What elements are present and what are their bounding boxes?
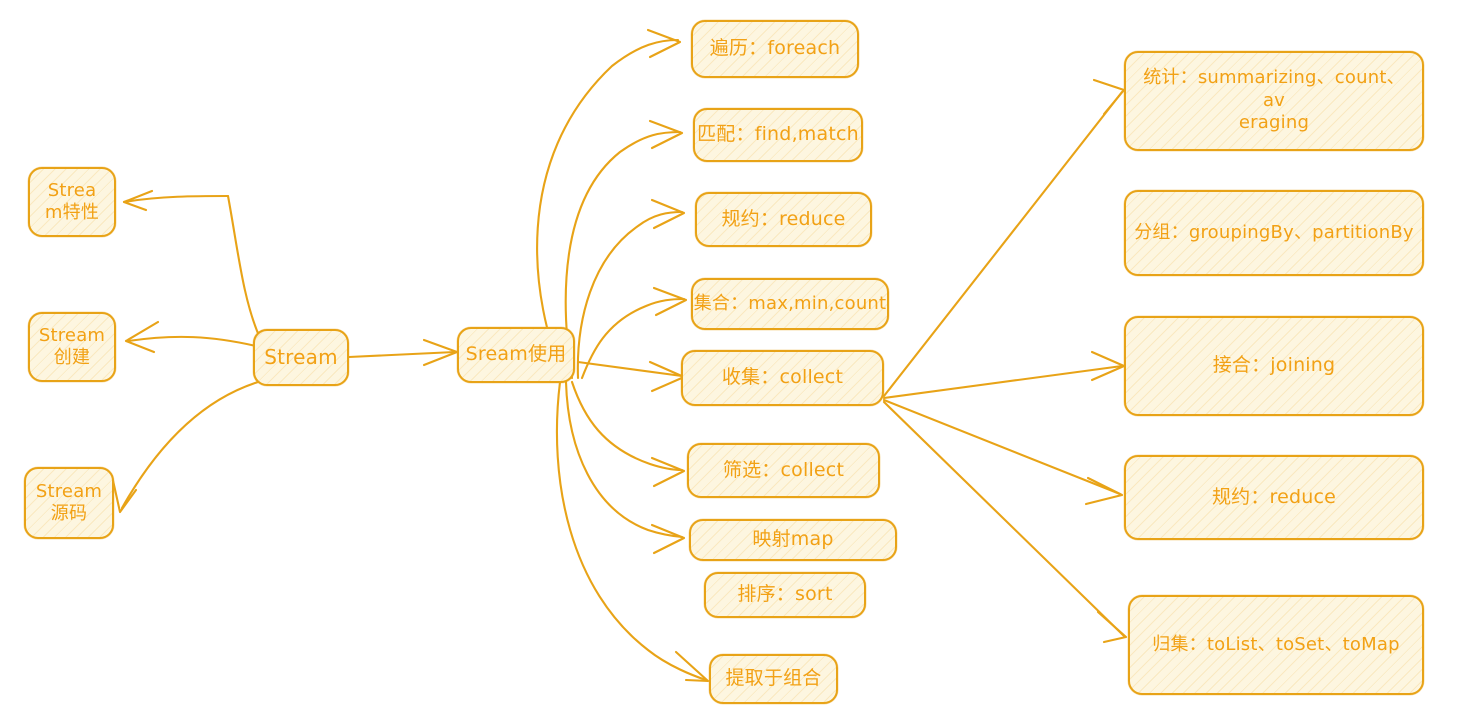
- node-sort[interactable]: 排序：sort: [704, 572, 866, 618]
- node-map[interactable]: 映射map: [689, 519, 897, 561]
- node-reduce-right[interactable]: 规约：reduce: [1124, 455, 1424, 540]
- node-collect-label: 收集：collect: [721, 366, 844, 389]
- arrowhead-statistics: [1092, 78, 1126, 116]
- node-joining[interactable]: 接合：joining: [1124, 316, 1424, 416]
- node-aggregate[interactable]: 集合：max,min,count: [691, 278, 889, 330]
- arrowhead-traverse: [646, 28, 682, 59]
- arrowhead-feature: [122, 189, 154, 212]
- node-stream-usage-label: Sream使用: [465, 343, 567, 366]
- node-match-label: 匹配：find,match: [697, 123, 859, 146]
- node-reduce-label: 规约：reduce: [721, 207, 846, 230]
- node-stream-root[interactable]: Stream: [253, 329, 349, 386]
- edge-usage-aggregate: [580, 297, 686, 380]
- node-grouping-label: 分组：groupingBy、partitionBy: [1134, 221, 1414, 243]
- node-traverse-label: 遍历：foreach: [709, 37, 841, 60]
- edge-stream-to-create: [126, 335, 258, 348]
- edge-usage-collect: [576, 360, 684, 378]
- arrowhead-collect: [648, 360, 686, 393]
- node-filter[interactable]: 筛选：collect: [687, 443, 880, 498]
- node-grouping[interactable]: 分组：groupingBy、partitionBy: [1124, 190, 1424, 276]
- arrowhead-map: [650, 523, 686, 555]
- node-stream-source-line2: 源码: [50, 503, 88, 524]
- node-stream-feature[interactable]: Strea m特性: [28, 167, 116, 237]
- node-stream-feature-line2: m特性: [44, 202, 100, 223]
- arrowhead-usage: [422, 338, 459, 367]
- edge-usage-map: [564, 380, 684, 539]
- node-traverse[interactable]: 遍历：foreach: [691, 20, 859, 78]
- node-map-label: 映射map: [752, 528, 834, 551]
- edge-usage-reduce: [576, 210, 684, 380]
- node-extract-combine[interactable]: 提取于组合: [709, 654, 838, 704]
- node-match[interactable]: 匹配：find,match: [693, 108, 863, 162]
- edge-collect-joining: [882, 364, 1124, 400]
- edge-usage-match: [564, 130, 682, 380]
- node-stream-create-line2: 创建: [53, 347, 91, 368]
- node-aggregate-label: 集合：max,min,count: [693, 292, 887, 314]
- arrowhead-filter: [650, 456, 686, 488]
- edge-collect-reduce-right: [882, 398, 1122, 496]
- node-stream-feature-line1: Strea: [47, 179, 97, 201]
- arrowhead-aggregate: [652, 286, 688, 317]
- arrowhead-joining: [1090, 350, 1126, 382]
- node-to-collection-label: 归集：toList、toSet、toMap: [1152, 633, 1400, 655]
- node-filter-label: 筛选：collect: [722, 458, 845, 481]
- arrowhead-create: [124, 320, 160, 354]
- node-stream-create[interactable]: Stream 创建: [28, 312, 116, 382]
- edge-stream-to-source: [120, 380, 260, 510]
- edge-collect-tocollection: [882, 400, 1126, 638]
- edge-feature-tail: [122, 194, 230, 204]
- arrowhead-match: [648, 119, 684, 150]
- edge-stream-to-usage: [347, 350, 457, 359]
- node-joining-label: 接合：joining: [1212, 354, 1336, 377]
- edge-stream-to-feature: [226, 194, 262, 340]
- node-statistics-line2: eraging: [1238, 112, 1310, 134]
- arrowhead-tocollection: [1096, 610, 1128, 644]
- arrowhead-extract: [674, 650, 710, 683]
- edge-usage-filter: [570, 380, 684, 472]
- node-stream-root-label: Stream: [264, 345, 338, 369]
- node-collect[interactable]: 收集：collect: [681, 350, 884, 406]
- node-to-collection[interactable]: 归集：toList、toSet、toMap: [1128, 595, 1424, 695]
- node-statistics-line1: 统计：summarizing、count、av: [1143, 67, 1405, 111]
- node-reduce[interactable]: 规约：reduce: [695, 192, 872, 247]
- edge-usage-extract: [555, 380, 708, 682]
- node-stream-create-line1: Stream: [38, 324, 106, 346]
- node-stream-source-line1: Stream: [35, 480, 103, 502]
- arrowhead-reduce-right: [1084, 476, 1124, 506]
- node-stream-source[interactable]: Stream 源码: [24, 467, 114, 539]
- arrowhead-source: [110, 474, 138, 514]
- node-stream-usage[interactable]: Sream使用: [457, 327, 575, 383]
- node-extract-combine-label: 提取于组合: [725, 667, 822, 690]
- node-reduce-right-label: 规约：reduce: [1211, 485, 1337, 508]
- edge-collect-statistics: [882, 90, 1124, 398]
- node-sort-label: 排序：sort: [737, 583, 833, 606]
- arrowhead-reduce: [650, 198, 686, 230]
- node-statistics[interactable]: 统计：summarizing、count、av eraging: [1124, 51, 1424, 151]
